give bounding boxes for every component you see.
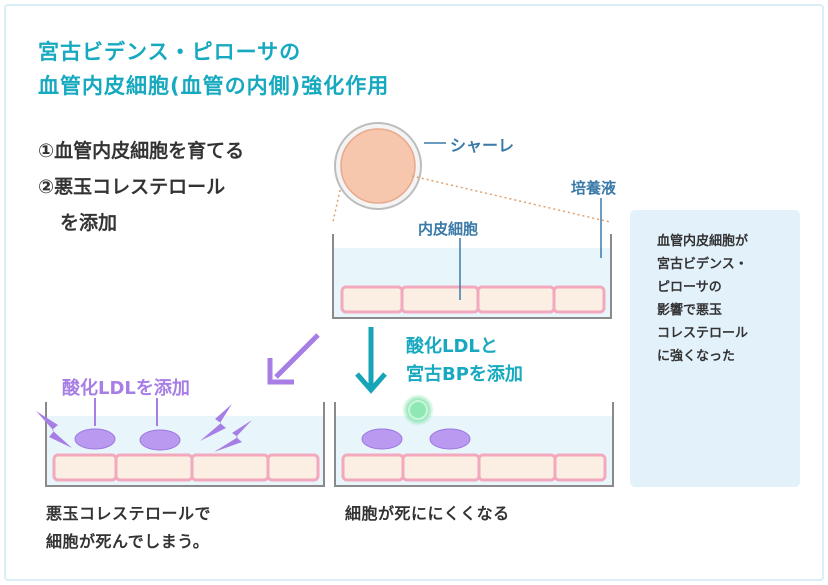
dish-label: シャーレ	[450, 136, 515, 155]
add-ldl-bp-label-line-1: 酸化LDLと	[406, 336, 498, 357]
ldl-oval-icon	[74, 428, 116, 450]
add-ldl-bp-label-line-2: 宮古BPを添加	[406, 364, 523, 385]
title-line-1: 宮古ビデンス・ピローサの	[38, 40, 302, 64]
lightning-bolt-icon	[36, 411, 72, 448]
ldl-oval-icon	[139, 429, 181, 451]
step-2-line-2: を添加	[60, 212, 118, 234]
ldl-oval-icon	[429, 428, 471, 450]
caption-left-line-2: 細胞が死んでしまう。	[46, 532, 210, 551]
note-line: に強くなった	[657, 349, 736, 364]
note-line: ピローサの	[657, 280, 722, 295]
projection-line-right	[411, 175, 611, 223]
note-line: 宮古ビデンス・	[657, 257, 748, 272]
medium-label: 培養液	[571, 179, 617, 197]
note-line: 影響で悪玉	[657, 303, 723, 318]
petri-dish-icon	[334, 122, 422, 210]
culture-well-top	[332, 234, 612, 319]
step-2-line-1: ②悪玉コレステロール	[38, 176, 226, 198]
lightning-bolt-icon	[200, 404, 232, 441]
projection-line-left	[332, 189, 341, 223]
title-line-2: 血管内皮細胞(血管の内側)強化作用	[38, 74, 390, 98]
green-glowing-ball-icon	[402, 394, 434, 426]
add-ldl-label: 酸化LDLを添加	[62, 378, 190, 399]
note-line: 血管内皮細胞が	[657, 234, 749, 249]
note-line: コレステロール	[657, 326, 749, 341]
caption-right: 細胞が死ににくくなる	[345, 504, 510, 523]
ldl-oval-icon	[361, 428, 403, 450]
teal-down-arrow-icon	[355, 327, 387, 394]
culture-well-left	[45, 402, 325, 487]
culture-well-right	[334, 402, 614, 487]
endothelial-cell-label: 内皮細胞	[418, 220, 479, 238]
purple-arrow-icon	[267, 333, 320, 385]
result-note-box	[630, 210, 800, 487]
step-1: ①血管内皮細胞を育てる	[38, 140, 245, 162]
lightning-bolt-icon	[214, 420, 252, 452]
caption-left-line-1: 悪玉コレステロールで	[46, 504, 212, 523]
